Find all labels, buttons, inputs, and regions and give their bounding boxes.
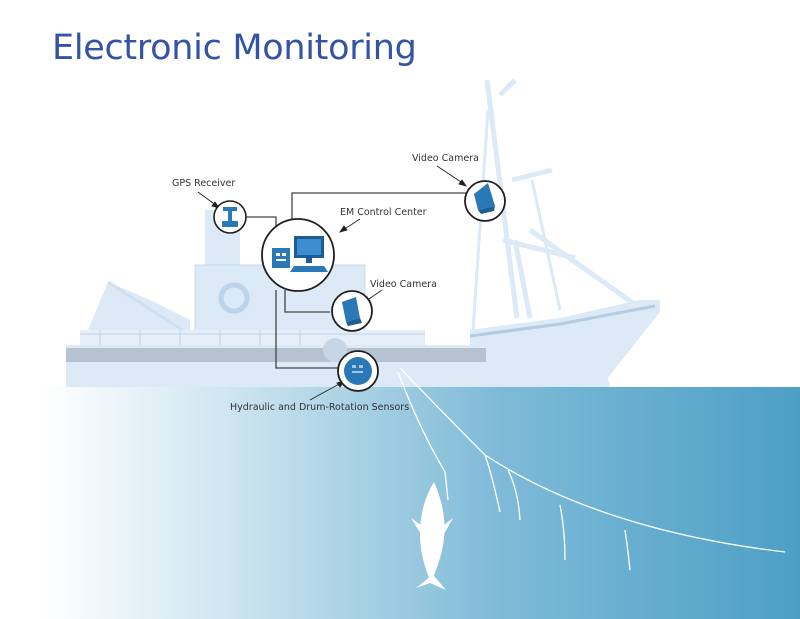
fish-icon [411,482,453,590]
video-camera-mast-label: Video Camera [412,153,479,164]
mast-rigging [484,78,642,319]
video-camera-deck-label: Video Camera [370,279,437,290]
fishing-gear [397,367,786,571]
gps-receiver-icon [213,200,247,234]
water [40,387,800,619]
sensors-label: Hydraulic and Drum-Rotation Sensors [230,402,410,413]
gps-receiver-label: GPS Receiver [172,178,236,189]
video-camera-icon [464,180,506,222]
em-control-center-label: EM Control Center [340,207,427,218]
hydraulic-sensor-icon [337,350,379,392]
em-control-center-icon [261,218,335,292]
page-title: Electronic Monitoring [52,28,417,68]
video-camera-icon [331,290,373,332]
